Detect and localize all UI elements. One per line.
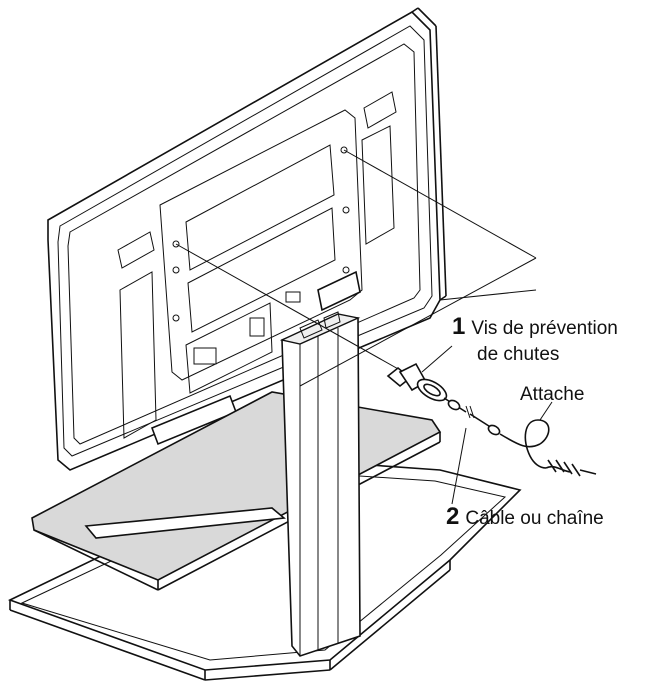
- screw-label-line1: Vis de prévention: [471, 318, 618, 339]
- cable-label-text: Câble ou chaîne: [465, 508, 604, 529]
- cable-chain: [443, 397, 541, 448]
- anti-tip-screw: [386, 362, 448, 402]
- hook-label: Attache: [520, 384, 584, 406]
- tv-back-panel: [47, 7, 447, 471]
- screw-label-line2-box: de chutes: [477, 344, 559, 366]
- wall-hook: [524, 419, 597, 477]
- leader-lines: [421, 345, 553, 505]
- screw-label-line2: de chutes: [477, 344, 560, 365]
- hook-label-text: Attache: [520, 384, 585, 405]
- guide-lines: [175, 149, 537, 387]
- stand-column: [279, 311, 361, 657]
- cable-number: 2: [446, 503, 460, 530]
- screw-number: 1: [452, 313, 466, 340]
